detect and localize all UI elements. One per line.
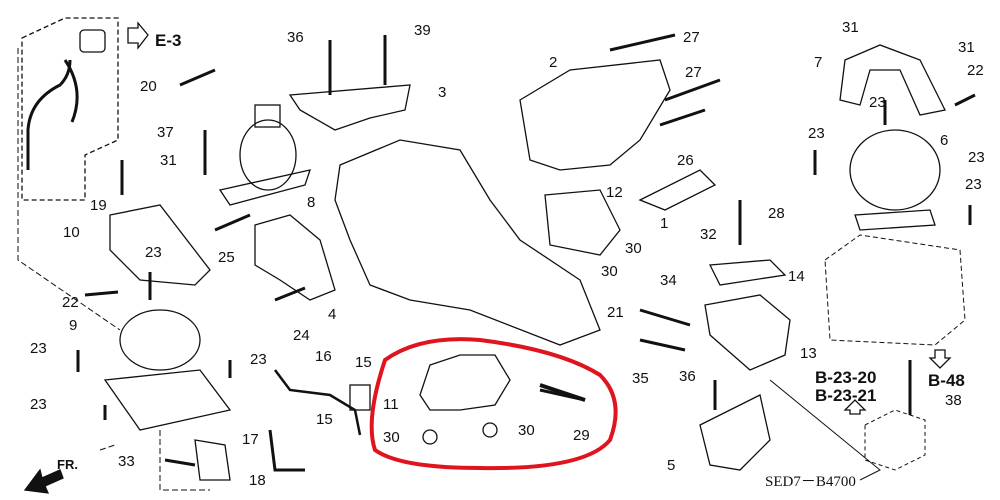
bracket-4: [254, 214, 336, 301]
callout: 35: [632, 370, 649, 387]
hose: [26, 59, 79, 170]
mount-9: [119, 309, 201, 371]
callout: 25: [218, 249, 235, 266]
callout: 5: [667, 457, 676, 474]
mount-14: [708, 259, 787, 286]
reference-e3[interactable]: E-3: [155, 31, 182, 50]
callout: 38: [945, 392, 962, 409]
callout: 29: [573, 427, 590, 444]
callout: 30: [625, 240, 642, 257]
stay-16: [274, 369, 362, 436]
bracket-10: [109, 204, 211, 286]
callout: 33: [118, 453, 135, 470]
callout: 23: [808, 125, 825, 142]
callout: 10: [63, 224, 80, 241]
solenoid: [79, 29, 106, 53]
callout: 22: [62, 294, 79, 311]
highlight-ring: [369, 337, 618, 471]
clip-inset-box: [864, 409, 926, 471]
callout: 15: [316, 411, 333, 428]
bracket-12: [544, 189, 621, 256]
callout: 32: [700, 226, 717, 243]
callout: 21: [607, 304, 624, 321]
bolt-29: [539, 383, 586, 402]
callout: 27: [683, 29, 700, 46]
callout: 14: [788, 268, 805, 285]
callout: 12: [606, 184, 623, 201]
reference-b48[interactable]: B-48: [928, 371, 965, 390]
mount-11: [419, 354, 511, 411]
bracket-inset-box: [824, 234, 966, 346]
callout: 9: [69, 317, 78, 334]
callout: 2: [549, 54, 558, 71]
engine-block: [334, 139, 601, 346]
callout: 7: [814, 54, 823, 71]
diagram-code: SED7－B4700: [765, 474, 856, 490]
front-marker: FR.: [57, 457, 78, 472]
callout: 36: [679, 368, 696, 385]
callout: 4: [328, 306, 337, 323]
callout: 31: [958, 39, 975, 56]
callout: 30: [601, 263, 618, 280]
callout: 20: [140, 78, 157, 95]
callout: 27: [685, 64, 702, 81]
callout: 15: [355, 354, 372, 371]
callout: 3: [438, 84, 447, 101]
callout: 36: [287, 29, 304, 46]
b2320-arrow-icon: [843, 399, 867, 415]
callout: 18: [249, 472, 266, 489]
callout: 31: [842, 19, 859, 36]
b48-arrow-icon: [928, 349, 952, 369]
callout: 26: [677, 152, 694, 169]
callout: 6: [940, 132, 949, 149]
mount-13: [704, 294, 791, 371]
callout: 11: [383, 396, 399, 413]
bracket-2: [519, 59, 671, 171]
callout: 23: [250, 351, 267, 368]
callout: 34: [660, 272, 677, 289]
callout: 37: [157, 124, 174, 141]
solenoid-inset-box: [21, 17, 119, 201]
callout: 1: [660, 215, 669, 232]
callout: 23: [965, 176, 982, 193]
nut-30: [422, 429, 438, 445]
callout: 23: [869, 94, 886, 111]
mount-6: [849, 129, 941, 211]
front-arrow-icon: [23, 468, 64, 494]
callout: 30: [518, 422, 535, 439]
bracket-5: [699, 394, 771, 471]
callout: 28: [768, 205, 785, 222]
mount-8: [239, 119, 297, 191]
nut-30: [482, 422, 498, 438]
callout: 39: [414, 22, 431, 39]
callout: 8: [307, 194, 316, 211]
e3-arrow-icon: [127, 21, 149, 50]
callout: 22: [967, 62, 984, 79]
callout: 13: [800, 345, 817, 362]
reference-b-23-21[interactable]: B-23-21: [815, 386, 877, 405]
callout: 19: [90, 197, 107, 214]
reference-b-23-20[interactable]: B-23-20: [815, 368, 877, 387]
bracket-3: [288, 84, 411, 131]
callout: 23: [30, 396, 47, 413]
bracket-7: [839, 44, 946, 116]
callout: 23: [968, 149, 985, 166]
bracket-26: [638, 169, 717, 211]
callout: 16: [315, 348, 332, 365]
callout: 30: [383, 429, 400, 446]
callout: 31: [160, 152, 177, 169]
callout: 23: [30, 340, 47, 357]
callout: 23: [145, 244, 162, 261]
callout: 17: [242, 431, 259, 448]
callout: 24: [293, 327, 310, 344]
